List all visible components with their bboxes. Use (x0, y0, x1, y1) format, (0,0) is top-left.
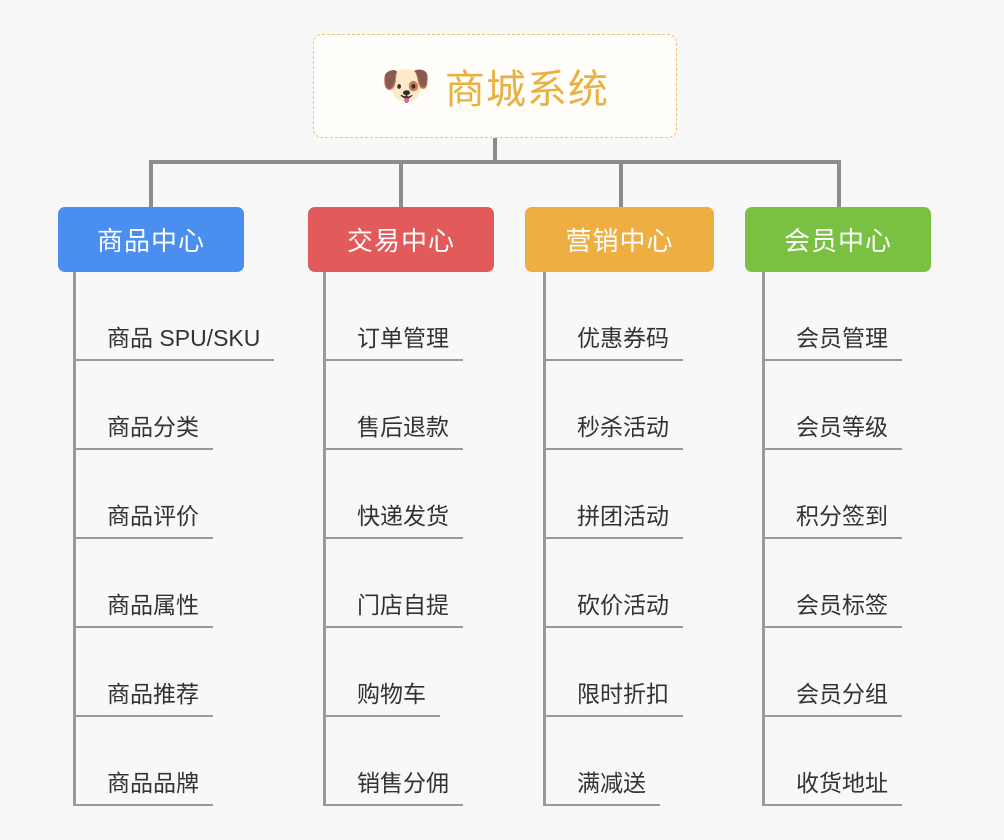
leaf-item-label: 销售分佣 (323, 769, 463, 806)
leaf-item[interactable]: 积分签到 (762, 450, 902, 539)
leaf-item[interactable]: 快递发货 (323, 450, 463, 539)
leaf-item[interactable]: 售后退款 (323, 361, 463, 450)
leaf-item-label: 商品分类 (73, 413, 213, 450)
branch-label: 会员中心 (783, 226, 892, 256)
leaf-spine (323, 272, 326, 806)
leaf-item-label: 积分签到 (762, 502, 902, 539)
leaf-item[interactable]: 商品分类 (73, 361, 213, 450)
leaf-item-label: 门店自提 (323, 591, 463, 628)
leaf-spine (762, 272, 765, 806)
leaf-item-label: 商品品牌 (73, 769, 213, 806)
leaf-item-label: 优惠券码 (543, 324, 683, 361)
leaf-item-label: 购物车 (323, 680, 440, 717)
leaf-item[interactable]: 拼团活动 (543, 450, 683, 539)
leaf-item-label: 会员分组 (762, 680, 902, 717)
leaf-item[interactable]: 购物车 (323, 628, 440, 717)
leaf-item[interactable]: 订单管理 (323, 272, 463, 361)
leaf-item[interactable]: 销售分佣 (323, 717, 463, 806)
leaf-item-label: 商品评价 (73, 502, 213, 539)
leaf-item-label: 会员管理 (762, 324, 902, 361)
leaf-item-label: 商品属性 (73, 591, 213, 628)
leaf-item[interactable]: 商品品牌 (73, 717, 213, 806)
leaf-item-label: 秒杀活动 (543, 413, 683, 450)
leaf-spine (73, 272, 76, 806)
connector-drop-member-center (837, 160, 841, 207)
root-node[interactable]: 🐶 商城系统 (313, 34, 677, 138)
leaf-item[interactable]: 会员分组 (762, 628, 902, 717)
leaf-item[interactable]: 砍价活动 (543, 539, 683, 628)
leaf-item[interactable]: 收货地址 (762, 717, 902, 806)
leaf-item-label: 拼团活动 (543, 502, 683, 539)
connector-root-stem (493, 138, 497, 162)
leaf-spine (543, 272, 546, 806)
branch-label: 商品中心 (96, 226, 205, 256)
leaf-item[interactable]: 优惠券码 (543, 272, 683, 361)
leaf-item-label: 会员标签 (762, 591, 902, 628)
leaf-item-label: 商品推荐 (73, 680, 213, 717)
dog-face-icon: 🐶 (381, 64, 431, 108)
leaf-item-label: 商品 SPU/SKU (73, 324, 275, 361)
leaf-item[interactable]: 会员等级 (762, 361, 902, 450)
branch-box-marketing-center[interactable]: 营销中心 (525, 207, 714, 272)
leaf-item[interactable]: 门店自提 (323, 539, 463, 628)
leaf-item-label: 会员等级 (762, 413, 902, 450)
connector-bus (150, 160, 840, 164)
leaf-item-label: 收货地址 (762, 769, 902, 806)
branch-label: 营销中心 (565, 226, 674, 256)
connector-drop-product-center (149, 160, 153, 207)
leaf-item-label: 砍价活动 (543, 591, 683, 628)
connector-drop-trade-center (399, 160, 403, 207)
leaf-item[interactable]: 商品评价 (73, 450, 213, 539)
connector-drop-marketing-center (619, 160, 623, 207)
leaf-item[interactable]: 商品推荐 (73, 628, 213, 717)
branch-box-member-center[interactable]: 会员中心 (745, 207, 931, 272)
leaf-item[interactable]: 限时折扣 (543, 628, 683, 717)
branch-box-trade-center[interactable]: 交易中心 (308, 207, 494, 272)
leaf-item-label: 满减送 (543, 769, 660, 806)
branch-box-product-center[interactable]: 商品中心 (58, 207, 244, 272)
leaf-item[interactable]: 会员管理 (762, 272, 902, 361)
leaf-item[interactable]: 会员标签 (762, 539, 902, 628)
branch-label: 交易中心 (346, 226, 455, 256)
leaf-item-label: 订单管理 (323, 324, 463, 361)
leaf-item[interactable]: 商品属性 (73, 539, 213, 628)
root-title: 商城系统 (444, 68, 609, 112)
leaf-item-label: 售后退款 (323, 413, 463, 450)
leaf-item[interactable]: 秒杀活动 (543, 361, 683, 450)
leaf-item[interactable]: 商品 SPU/SKU (73, 272, 275, 361)
leaf-item[interactable]: 满减送 (543, 717, 660, 806)
leaf-item-label: 限时折扣 (543, 680, 683, 717)
leaf-item-label: 快递发货 (323, 502, 463, 539)
